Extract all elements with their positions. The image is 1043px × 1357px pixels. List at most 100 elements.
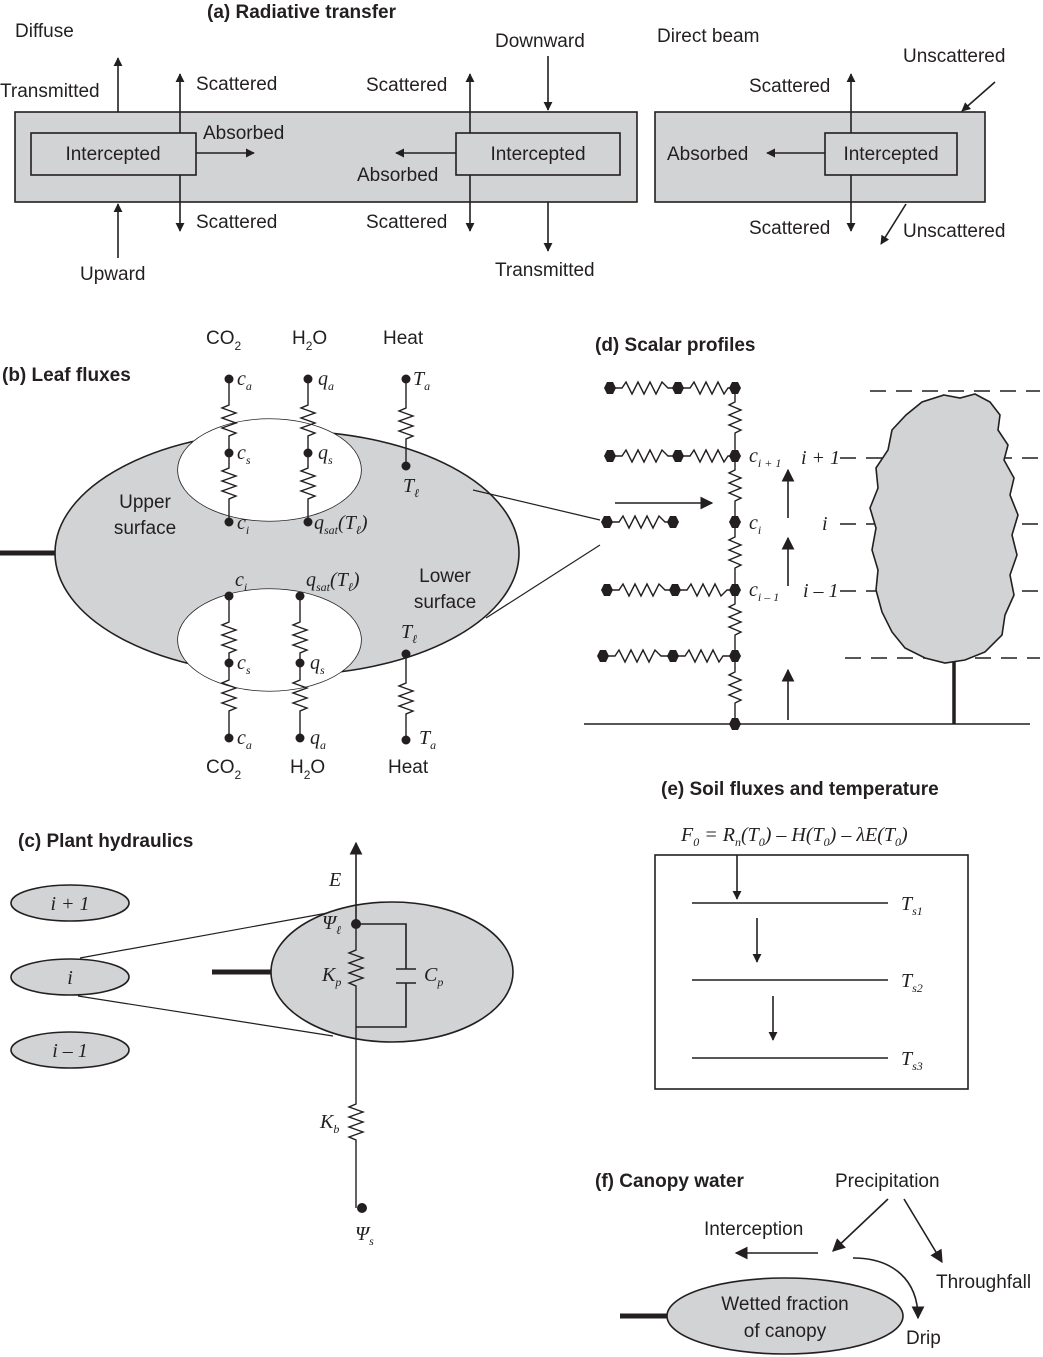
vertical-resistor-chain [727, 388, 743, 724]
panel-a-radiative-transfer: (a) Radiative transfer Diffuse Direct be… [0, 2, 1005, 285]
drip-label: Drip [906, 1328, 941, 1349]
scattered-label-3: Scattered [366, 75, 447, 96]
level-label-i: i [822, 513, 828, 535]
panel-d-scalar-profiles: (d) Scalar profiles ci + [584, 335, 1040, 730]
heat-bottom-label: Heat [388, 757, 429, 778]
label-qa-top: qa [318, 368, 334, 393]
label-qs-top: qs [318, 442, 333, 467]
lower-surface-label-2: surface [414, 592, 476, 613]
label-ci-top: ci [237, 512, 249, 537]
plant-resistor-kp [346, 924, 366, 1095]
layer-ellipse-mid [10, 958, 130, 996]
surface-energy-equation: F0 = Rn(T0) – H(T0) – λE(T0) [680, 824, 908, 849]
label-cs-top: cs [237, 442, 251, 467]
label-ca-bottom: ca [237, 727, 252, 752]
transmitted-up-label: Transmitted [0, 81, 100, 102]
intercepted-label-1: Intercepted [65, 144, 160, 165]
upward-label: Upward [80, 264, 145, 285]
panel-a-title: (a) Radiative transfer [207, 2, 397, 23]
upper-surface-label-1: Upper [119, 492, 171, 513]
label-cs-bottom: cs [237, 652, 251, 677]
intercepted-box-3 [824, 132, 958, 176]
label-ts1: Ts1 [901, 893, 923, 918]
node-qs-bottom [295, 658, 305, 668]
throughfall-label: Throughfall [936, 1272, 1031, 1293]
label-kp: Kp [321, 964, 341, 989]
soil-box [654, 854, 969, 1090]
label-ci-bottom: ci [235, 569, 247, 594]
zoom-line-top [472, 489, 601, 521]
capacitor-branch [356, 923, 416, 1028]
label-c-i: ci [749, 512, 761, 537]
row-nodes [597, 382, 741, 730]
label-ca-top: ca [237, 368, 252, 393]
upper-surface-label-2: surface [114, 518, 176, 539]
heat-lower-resistors [396, 654, 416, 740]
node-qa-top [303, 374, 313, 384]
label-E: E [328, 869, 341, 891]
layer-label-top: i + 1 [50, 893, 89, 915]
scattered-label-6: Scattered [749, 218, 830, 239]
zoom-line-bottom [485, 544, 601, 619]
node-psi-leaf [351, 919, 361, 929]
node-psi-soil [357, 1203, 367, 1213]
wetted-canopy-ellipse [666, 1277, 904, 1355]
node-qsat-top [303, 517, 313, 527]
label-qa-bottom: qa [310, 727, 326, 752]
zoom-line-c-bottom [77, 995, 334, 1037]
label-cp: Cp [424, 964, 443, 989]
precip-to-interception-arrow [832, 1198, 889, 1252]
level-label-i-plus-1: i + 1 [801, 447, 840, 469]
leaf-layer-ellipse [270, 901, 514, 1043]
label-c-i-minus-1: ci – 1 [749, 579, 779, 604]
intercepted-label-2: Intercepted [490, 144, 585, 165]
label-ts2: Ts2 [901, 970, 923, 995]
scattered-label-1: Scattered [196, 74, 277, 95]
panel-e-title: (e) Soil fluxes and temperature [661, 779, 939, 800]
zoom-line-c-top [79, 911, 334, 959]
wetted-label-2: of canopy [744, 1321, 827, 1342]
h2o-top-label: H2O [292, 328, 327, 353]
node-ca-bottom [224, 733, 234, 743]
scattered-label-4: Scattered [366, 212, 447, 233]
interception-label: Interception [704, 1219, 803, 1240]
scattered-label-5: Scattered [749, 76, 830, 97]
layer-label-bot: i – 1 [52, 1040, 88, 1062]
label-c-i-plus-1: ci + 1 [749, 445, 781, 470]
label-tl-top: Tℓ [403, 475, 419, 500]
panel-b-title: (b) Leaf fluxes [2, 365, 131, 386]
row-resistors-3 [607, 514, 673, 530]
panel-b-leaf-fluxes: (b) Leaf fluxes Upper surface Lower surf… [0, 328, 601, 782]
node-qsat-bottom [295, 591, 305, 601]
h2o-bottom-label: H2O [290, 757, 325, 782]
node-ca-top [224, 374, 234, 384]
tree-crown [869, 393, 1019, 664]
node-ta-bottom [401, 735, 411, 745]
panel-f-title: (f) Canopy water [595, 1171, 744, 1192]
panel-f-canopy-water: (f) Canopy water Precipitation Intercept… [595, 1171, 1031, 1355]
lower-surface-label-1: Lower [419, 566, 471, 587]
panel-c-title: (c) Plant hydraulics [18, 831, 193, 852]
plant-resistor-kb [346, 1095, 366, 1208]
label-tl-bottom: Tℓ [401, 621, 417, 646]
node-tl-top [401, 461, 411, 471]
label-ta-bottom: Ta [419, 727, 436, 752]
heat-top-label: Heat [383, 328, 424, 349]
label-qs-bottom: qs [310, 652, 325, 677]
unscattered-label-1: Unscattered [903, 46, 1005, 67]
throughfall-arrow [903, 1198, 943, 1264]
node-qs-top [303, 448, 313, 458]
label-kb: Kb [319, 1111, 339, 1136]
panel-c-plant-hydraulics: (c) Plant hydraulics i + 1 i i – 1 E Ψℓ … [10, 831, 514, 1248]
precipitation-label: Precipitation [835, 1171, 940, 1192]
diffuse-label: Diffuse [15, 21, 74, 42]
node-tl-bottom [401, 649, 411, 659]
layer-ellipse-top [10, 884, 130, 922]
label-psi-leaf: Ψℓ [322, 912, 341, 937]
co2-bottom-label: CO2 [206, 757, 242, 782]
label-ta-top: Ta [413, 368, 430, 393]
unscattered-out-arrow [880, 203, 907, 245]
node-qa-bottom [295, 733, 305, 743]
label-qsat-top: qsat(Tℓ) [314, 512, 368, 537]
